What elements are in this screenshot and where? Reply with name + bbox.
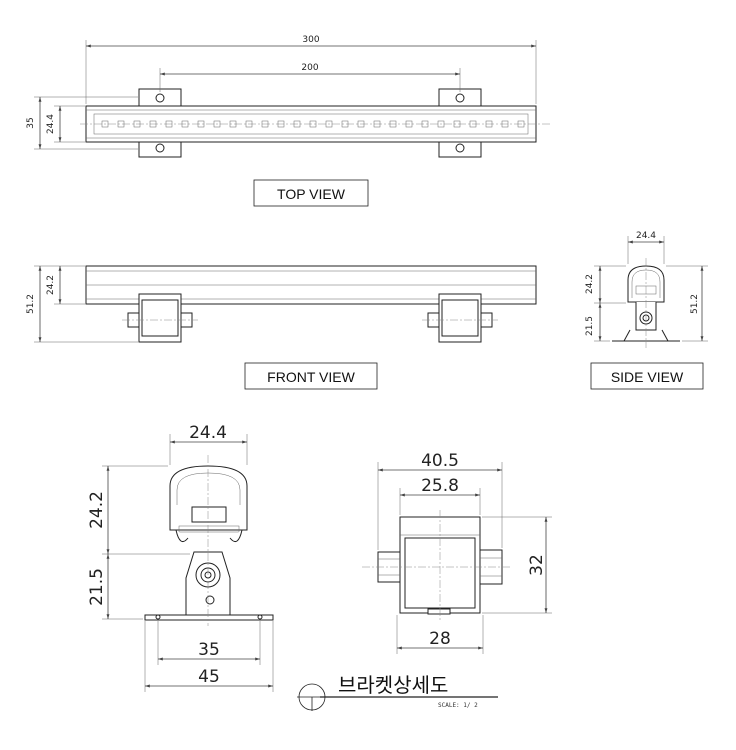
led-icon <box>293 120 301 128</box>
dim-foot-outer: 45 <box>198 667 220 687</box>
led-icon <box>405 120 413 128</box>
dim-length: 300 <box>302 35 319 45</box>
led-icon <box>277 120 285 128</box>
dim-body-height: 24.2 <box>585 274 595 294</box>
top-view: 300 200 35 24.4 TOP VIEW <box>26 35 550 207</box>
mount-hole-icon <box>155 143 165 153</box>
led-icon <box>117 120 125 128</box>
title-block: 브라켓상세도 SCALE: 1/ 2 <box>297 673 498 711</box>
led-icon <box>501 120 509 128</box>
led-icon <box>133 120 141 128</box>
led-icon <box>229 120 237 128</box>
dim-body: 25.8 <box>421 476 459 496</box>
led-icon <box>181 120 189 128</box>
side-view: 24.4 24.2 21.5 51.2 SIDE VIEW <box>585 231 708 390</box>
led-icon <box>373 120 381 128</box>
led-icon <box>517 120 525 128</box>
led-icon <box>389 120 397 128</box>
led-icon <box>165 120 173 128</box>
led-icon <box>453 120 461 128</box>
dim-total-height: 51.2 <box>690 294 700 314</box>
led-icon <box>197 120 205 128</box>
mount-hole-icon <box>455 143 465 153</box>
side-view-label: SIDE VIEW <box>611 369 684 385</box>
dim-height-inner: 24.4 <box>46 114 56 134</box>
led-icon <box>469 120 477 128</box>
mount-hole-icon <box>455 93 465 103</box>
led-icon <box>325 120 333 128</box>
dim-width: 24.4 <box>189 423 227 443</box>
dim-bracket-height: 21.5 <box>585 316 595 336</box>
led-row <box>101 120 525 128</box>
dim-mount-pitch: 200 <box>301 63 318 73</box>
led-icon <box>213 120 221 128</box>
led-icon <box>421 120 429 128</box>
dim-overall: 40.5 <box>421 451 459 471</box>
led-icon <box>309 120 317 128</box>
led-icon <box>149 120 157 128</box>
bracket-side-detail: 24.4 24.2 21.5 35 45 <box>87 423 274 692</box>
led-icon <box>245 120 253 128</box>
dim-foot-inner: 35 <box>198 640 220 660</box>
top-view-label: TOP VIEW <box>277 186 346 202</box>
led-icon <box>101 120 109 128</box>
drawing-scale: SCALE: 1/ 2 <box>438 702 478 709</box>
dim-height: 32 <box>527 554 547 576</box>
dim-total-height: 51.2 <box>26 294 36 314</box>
led-icon <box>341 120 349 128</box>
hole-icon <box>205 595 215 605</box>
bracket-front-detail: 40.5 25.8 32 28 <box>362 451 552 654</box>
dim-base: 28 <box>429 629 451 649</box>
led-icon <box>261 120 269 128</box>
front-view-label: FRONT VIEW <box>267 369 355 385</box>
dim-width: 24.4 <box>636 231 656 241</box>
dim-height-outer: 35 <box>26 117 36 128</box>
dim-body-height: 24.2 <box>87 491 107 529</box>
front-view: 24.2 51.2 FRONT VIEW <box>26 265 537 390</box>
led-icon <box>437 120 445 128</box>
mount-hole-icon <box>155 93 165 103</box>
bracket-foot <box>144 614 274 621</box>
dim-body-height: 24.2 <box>46 275 56 295</box>
drawing-title: 브라켓상세도 <box>338 673 448 697</box>
led-icon <box>357 120 365 128</box>
dim-bracket-height: 21.5 <box>87 568 107 606</box>
led-icon <box>485 120 493 128</box>
